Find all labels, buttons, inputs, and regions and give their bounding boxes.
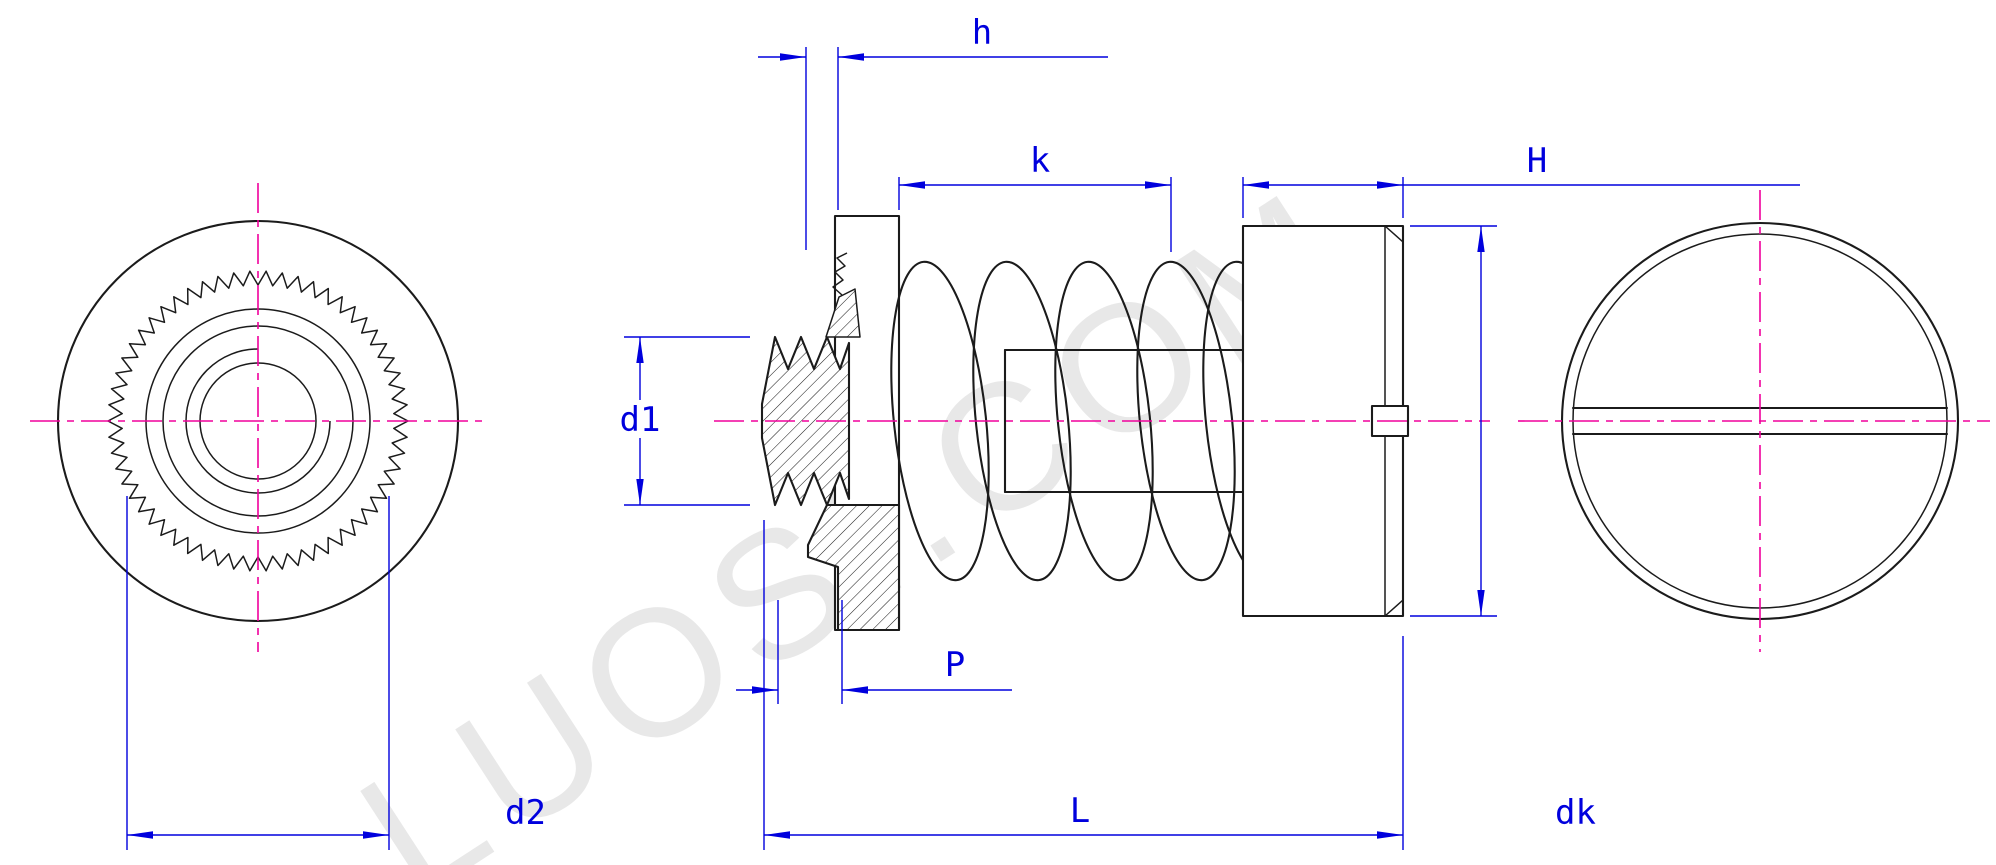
dimension-d1: d1 bbox=[610, 336, 750, 506]
cone-serration bbox=[832, 252, 848, 296]
thread-major-arc bbox=[185, 348, 331, 494]
dim-label-P: P bbox=[945, 645, 965, 685]
dim-label-L: L bbox=[1070, 791, 1090, 831]
dimension-L: L bbox=[763, 520, 1404, 850]
centerlines bbox=[30, 183, 1990, 652]
dim-label-d2: d2 bbox=[505, 793, 546, 833]
dim-label-d1: d1 bbox=[620, 400, 661, 440]
dim-label-dk: dk bbox=[1555, 793, 1596, 833]
screw-shank bbox=[1003, 348, 1247, 494]
dimension-dk: dk bbox=[1410, 225, 1596, 833]
dimension-H: H bbox=[1242, 141, 1800, 218]
dimension-k: k bbox=[898, 141, 1172, 252]
dimension-d2: d2 bbox=[126, 496, 546, 850]
dimension-h: h bbox=[758, 13, 1108, 250]
dim-label-h: h bbox=[972, 13, 992, 53]
dim-label-bg bbox=[610, 400, 670, 438]
dim-label-k: k bbox=[1030, 141, 1050, 181]
dimension-P: P bbox=[736, 600, 1012, 704]
dim-label-H: H bbox=[1527, 141, 1547, 181]
